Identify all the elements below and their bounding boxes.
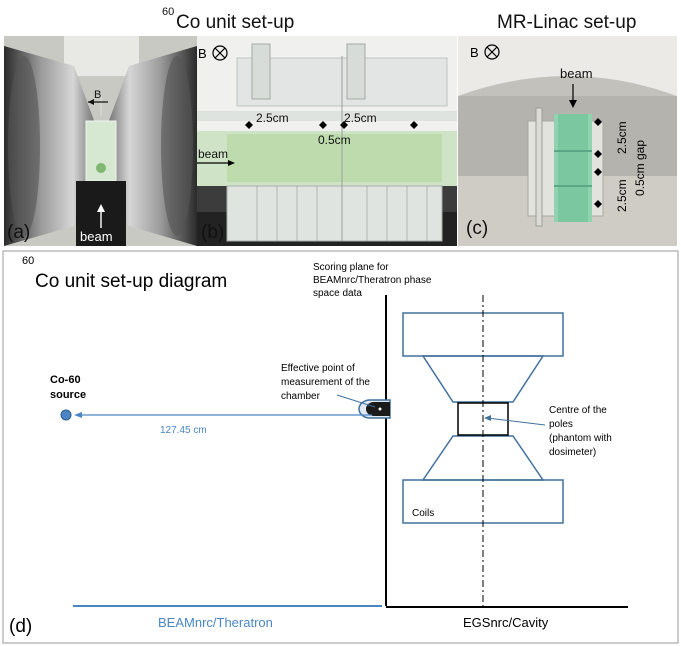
panel-a-label: (a) — [7, 222, 31, 243]
panel-c-b-label: B — [470, 45, 479, 60]
distance-arrowhead — [74, 412, 82, 418]
panel-b-b-label: B — [198, 46, 207, 61]
panel-c-scene — [458, 36, 677, 246]
measurement-point-label: Effective point of measurement of the ch… — [281, 363, 373, 402]
field-into-page-icon-c — [484, 44, 500, 60]
coils-label: Coils — [412, 508, 434, 519]
panel-d-title-superscript: 60 — [22, 255, 34, 267]
panel-a-beam-label: beam — [80, 229, 113, 244]
panel-a-photo — [4, 36, 197, 246]
panel-b-dim-markers — [245, 121, 418, 129]
panel-c-dim-bottom: 2.5cm — [615, 179, 629, 212]
panel-b-dim-gap: 0.5cm — [318, 133, 351, 147]
panel-c-label: (c) — [466, 218, 489, 239]
egsnrc-label: EGSnrc/Cavity — [463, 615, 549, 630]
centre-pointer-line — [486, 417, 546, 426]
field-into-page-icon — [212, 45, 228, 61]
centre-pointer-arrowhead — [484, 415, 491, 421]
distance-label: 127.45 cm — [160, 425, 207, 436]
measurement-pointer-line — [336, 394, 376, 408]
panel-c-b-field: B — [470, 44, 500, 60]
beamnrc-label: BEAMnrc/Theratron — [158, 615, 273, 630]
panel-b-dim-right: 2.5cm — [344, 111, 377, 125]
panel-d-title: Co unit set-up diagram — [35, 271, 227, 292]
panel-b-scene — [197, 36, 457, 246]
panel-d-frame — [2, 250, 679, 644]
upper-pole-piece — [421, 355, 545, 403]
co-title: Co unit set-up — [176, 12, 295, 33]
panel-b-beam-label: beam — [198, 147, 229, 161]
co60-source-dot — [60, 409, 72, 421]
panel-c-vertical-dims: 2.5cm 2.5cm 0.5cm gap — [615, 121, 647, 212]
panel-a-b-label: B — [94, 89, 102, 101]
phantom-box — [457, 402, 509, 436]
panel-c-dim-gap: 0.5cm gap — [633, 140, 647, 196]
source-label-line1: Co-60 — [50, 374, 81, 386]
source-label-line2: source — [50, 389, 86, 401]
panel-b-photo — [197, 36, 457, 246]
panel-d-diagram: 60 Co unit set-up diagram Scoring plane … — [2, 250, 679, 644]
panel-b-dim-left: 2.5cm — [256, 111, 289, 125]
scoring-plane-label: Scoring plane for BEAMnrc/Theratron phas… — [313, 262, 434, 299]
panel-c-dim-markers — [594, 118, 602, 208]
panel-b-b-field: B — [198, 45, 228, 61]
panel-c-beam-label: beam — [560, 66, 593, 81]
panel-b-label: (b) — [201, 222, 225, 243]
panel-d-label: (d) — [9, 616, 32, 637]
panel-a-scene — [4, 36, 197, 246]
centre-of-poles-label: Centre of the poles (phantom with dosime… — [549, 405, 615, 458]
panel-b-grid-lines — [256, 186, 428, 241]
mr-title: MR-Linac set-up — [497, 12, 637, 33]
panel-c-photo — [458, 36, 677, 246]
co-title-superscript: 60 — [162, 6, 175, 18]
panel-c-dim-top: 2.5cm — [615, 121, 629, 154]
